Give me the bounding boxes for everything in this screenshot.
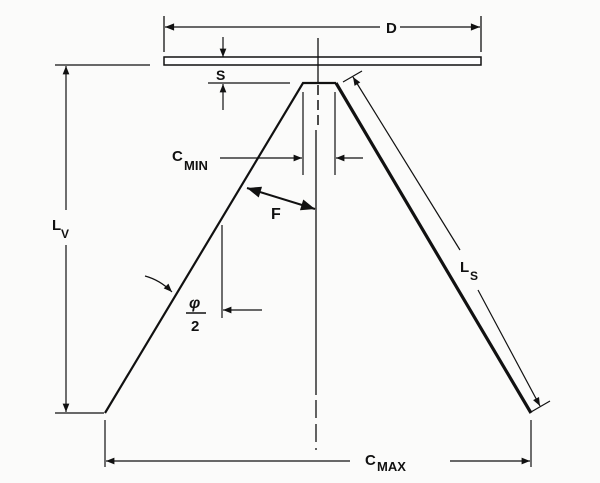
label-f: F xyxy=(271,206,281,223)
label-cmin-sub: MIN xyxy=(184,158,208,173)
ls-tick-top xyxy=(342,70,363,83)
cone-right-side xyxy=(334,82,533,414)
ground-plate xyxy=(163,56,482,66)
label-cmax: C xyxy=(365,452,376,469)
f-arrow xyxy=(246,186,316,211)
label-d: D xyxy=(386,20,397,37)
label-cmin: C xyxy=(172,148,183,165)
label-cmax-sub: MAX xyxy=(377,459,406,474)
ls-dim-up xyxy=(352,76,461,251)
label-lv-sub: V xyxy=(61,227,69,241)
cone-left-side xyxy=(104,81,336,414)
label-lv: L xyxy=(52,217,61,234)
label-s: S xyxy=(216,67,225,83)
label-phi: φ xyxy=(189,295,200,312)
ls-tick-bottom xyxy=(530,400,551,413)
label-ls-sub: S xyxy=(470,269,478,283)
phi-curved-arrow xyxy=(144,275,173,293)
label-ls: L xyxy=(460,259,469,276)
label-phi-den: 2 xyxy=(191,318,199,335)
ls-dim-down xyxy=(477,289,541,407)
